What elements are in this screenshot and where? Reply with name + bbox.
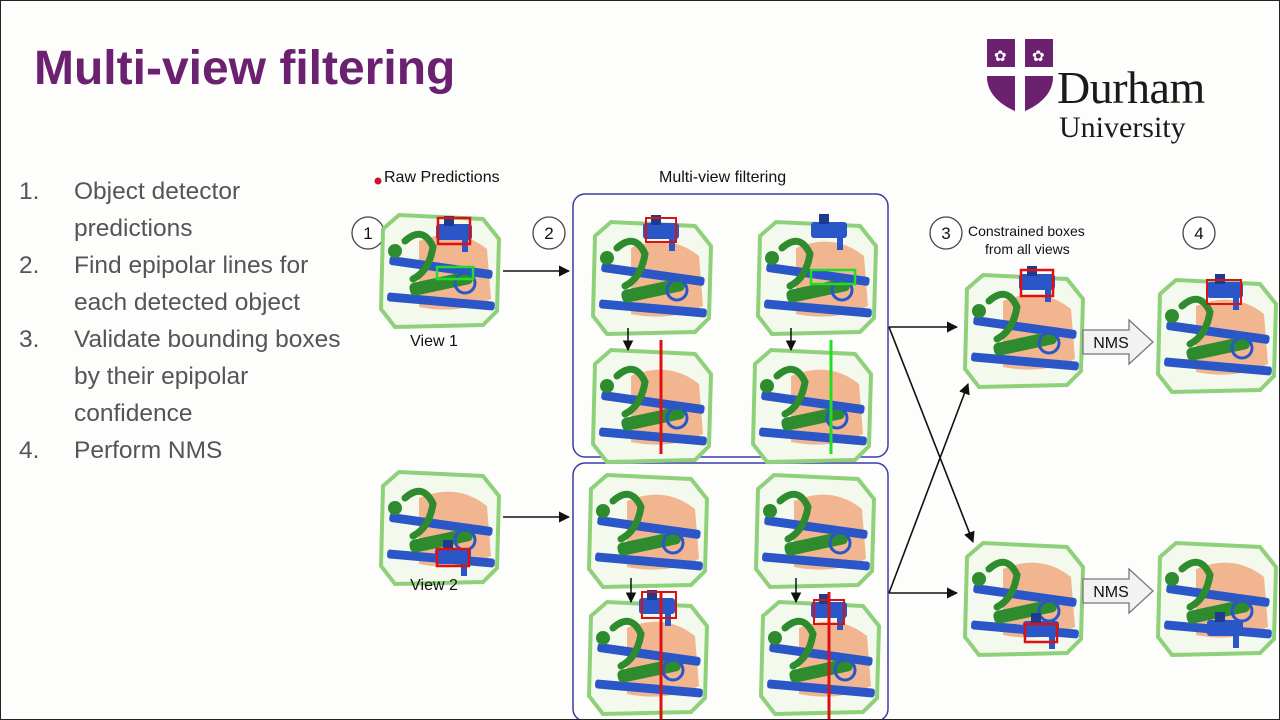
step-number: 2. — [19, 252, 40, 279]
view-2-xray-image — [381, 472, 499, 584]
group-1-target-left — [593, 340, 711, 462]
step-text: Validate bounding boxes by their epipola… — [74, 326, 341, 427]
multi-view-filtering-label: Multi-view filtering — [659, 169, 786, 186]
step-number: 1. — [19, 178, 40, 205]
detection-box — [435, 547, 471, 568]
group-1-source-right — [758, 214, 876, 334]
pointer-dot — [374, 177, 382, 185]
logo-text-durham: Durham — [1057, 62, 1205, 113]
logo-text-university: University — [1059, 111, 1186, 144]
step-item: 1. Object detector predictions — [19, 173, 349, 247]
final-view-1-image — [1158, 274, 1276, 392]
step-item: 4. Perform NMS — [19, 432, 349, 469]
group-1-source-left — [593, 215, 711, 334]
raw-predictions-label: Raw Predictions — [384, 169, 500, 186]
step-circle-4-number: 4 — [1194, 224, 1203, 243]
constrained-boxes-label: Constrained boxes — [968, 223, 1085, 239]
step-item: 3. Validate bounding boxes by their epipo… — [19, 321, 349, 432]
constrained-boxes-sublabel: from all views — [985, 241, 1070, 257]
step-text: Perform NMS — [74, 437, 223, 464]
nms-arrow-top: NMS — [1082, 318, 1154, 366]
filtering-group-view-1 — [572, 193, 889, 458]
step-text: Find epipolar lines for each detected ob… — [74, 252, 309, 316]
step-circle-1-number: 1 — [363, 224, 372, 243]
group-1-target-right — [753, 340, 871, 462]
step-number: 4. — [19, 437, 40, 464]
filtering-group-view-2 — [572, 462, 889, 719]
step-text: Object detector predictions — [74, 178, 241, 242]
step-item: 2. Find epipolar lines for each detected … — [19, 247, 349, 321]
nms-arrow-bottom: NMS — [1082, 567, 1154, 615]
step-circle-3: 3 — [929, 216, 963, 250]
view-1-xray-image — [381, 215, 499, 327]
detection-box — [436, 216, 472, 246]
detection-box-green — [435, 265, 475, 281]
view-1-label: View 1 — [410, 333, 458, 350]
constrained-view-1-image — [965, 266, 1083, 387]
constrained-view-2-image — [965, 543, 1083, 655]
durham-university-logo: ✿ ✿ Durham University — [985, 37, 1245, 147]
view-2-label: View 2 — [410, 577, 458, 594]
svg-text:✿: ✿ — [994, 48, 1007, 65]
slide-title: Multi-view filtering — [34, 42, 456, 95]
step-circle-2-number: 2 — [544, 224, 553, 243]
step-circle-2: 2 — [532, 216, 566, 250]
svg-text:✿: ✿ — [1032, 48, 1045, 65]
group-2-source-right — [756, 475, 874, 587]
group-2-target-left — [589, 590, 707, 719]
step-number: 3. — [19, 326, 40, 353]
steps-list: 1. Object detector predictions 2. Find epi… — [19, 173, 349, 469]
step-circle-1: 1 — [351, 216, 385, 250]
step-circle-4: 4 — [1182, 216, 1216, 250]
group-2-target-right — [761, 592, 879, 719]
group-2-source-left — [589, 475, 707, 587]
durham-crest-icon: ✿ ✿ — [987, 39, 1053, 113]
step-circle-3-number: 3 — [941, 224, 950, 243]
multi-view-diagram: Raw Predictions Multi-view filtering Con… — [351, 169, 1279, 719]
nms-label-bottom: NMS — [1093, 584, 1129, 601]
final-view-2-image — [1158, 543, 1276, 655]
nms-label-top: NMS — [1093, 335, 1129, 352]
